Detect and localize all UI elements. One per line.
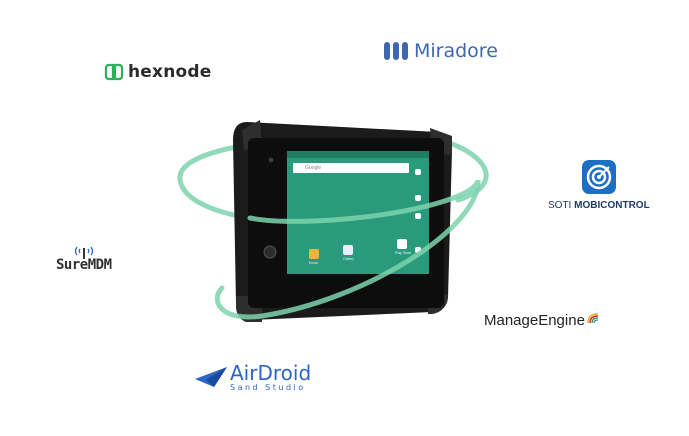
gallery-app-icon[interactable] bbox=[343, 245, 353, 255]
google-search-bar[interactable]: Google bbox=[293, 163, 409, 173]
airdroid-wordmark: AirDroid bbox=[230, 361, 312, 385]
side-app-icon[interactable] bbox=[415, 169, 421, 175]
tablet-screen: Google Email Gallery Play Store bbox=[286, 150, 430, 275]
email-app-label: Email bbox=[309, 261, 318, 265]
hexnode-icon bbox=[104, 63, 124, 81]
manageengine-arc-icon bbox=[587, 312, 598, 323]
miradore-icon bbox=[384, 42, 408, 60]
soti-mobicontrol-logo: SOTI MOBICONTROL bbox=[548, 160, 650, 211]
side-app-icon[interactable] bbox=[415, 247, 421, 253]
status-bar bbox=[287, 151, 429, 158]
email-app-icon[interactable] bbox=[309, 249, 319, 259]
soti-wordmark: SOTI MOBICONTROL bbox=[548, 200, 650, 211]
suremdm-logo: SureMDM bbox=[56, 243, 112, 273]
side-app-icon[interactable] bbox=[415, 195, 421, 201]
paper-plane-icon bbox=[195, 367, 227, 387]
gallery-app-label: Gallery bbox=[343, 257, 355, 261]
manageengine-logo: ManageEngine bbox=[484, 312, 600, 329]
airdroid-tagline: Sand Studio bbox=[230, 383, 306, 392]
miradore-wordmark: Miradore bbox=[414, 40, 498, 62]
suremdm-wordmark: SureMDM bbox=[56, 257, 112, 273]
play-store-app-icon[interactable] bbox=[397, 239, 407, 249]
soti-target-icon bbox=[581, 160, 616, 194]
play-store-app-label: Play Store bbox=[395, 251, 412, 255]
side-app-icon[interactable] bbox=[415, 213, 421, 219]
signal-tower-icon bbox=[74, 246, 93, 259]
miradore-logo: Miradore bbox=[383, 40, 498, 62]
hexnode-logo: hexnode bbox=[104, 62, 211, 82]
manageengine-wordmark: ManageEngine bbox=[484, 312, 585, 329]
hexnode-wordmark: hexnode bbox=[128, 62, 212, 82]
airdroid-logo: AirDroid Sand Studio bbox=[194, 362, 311, 392]
